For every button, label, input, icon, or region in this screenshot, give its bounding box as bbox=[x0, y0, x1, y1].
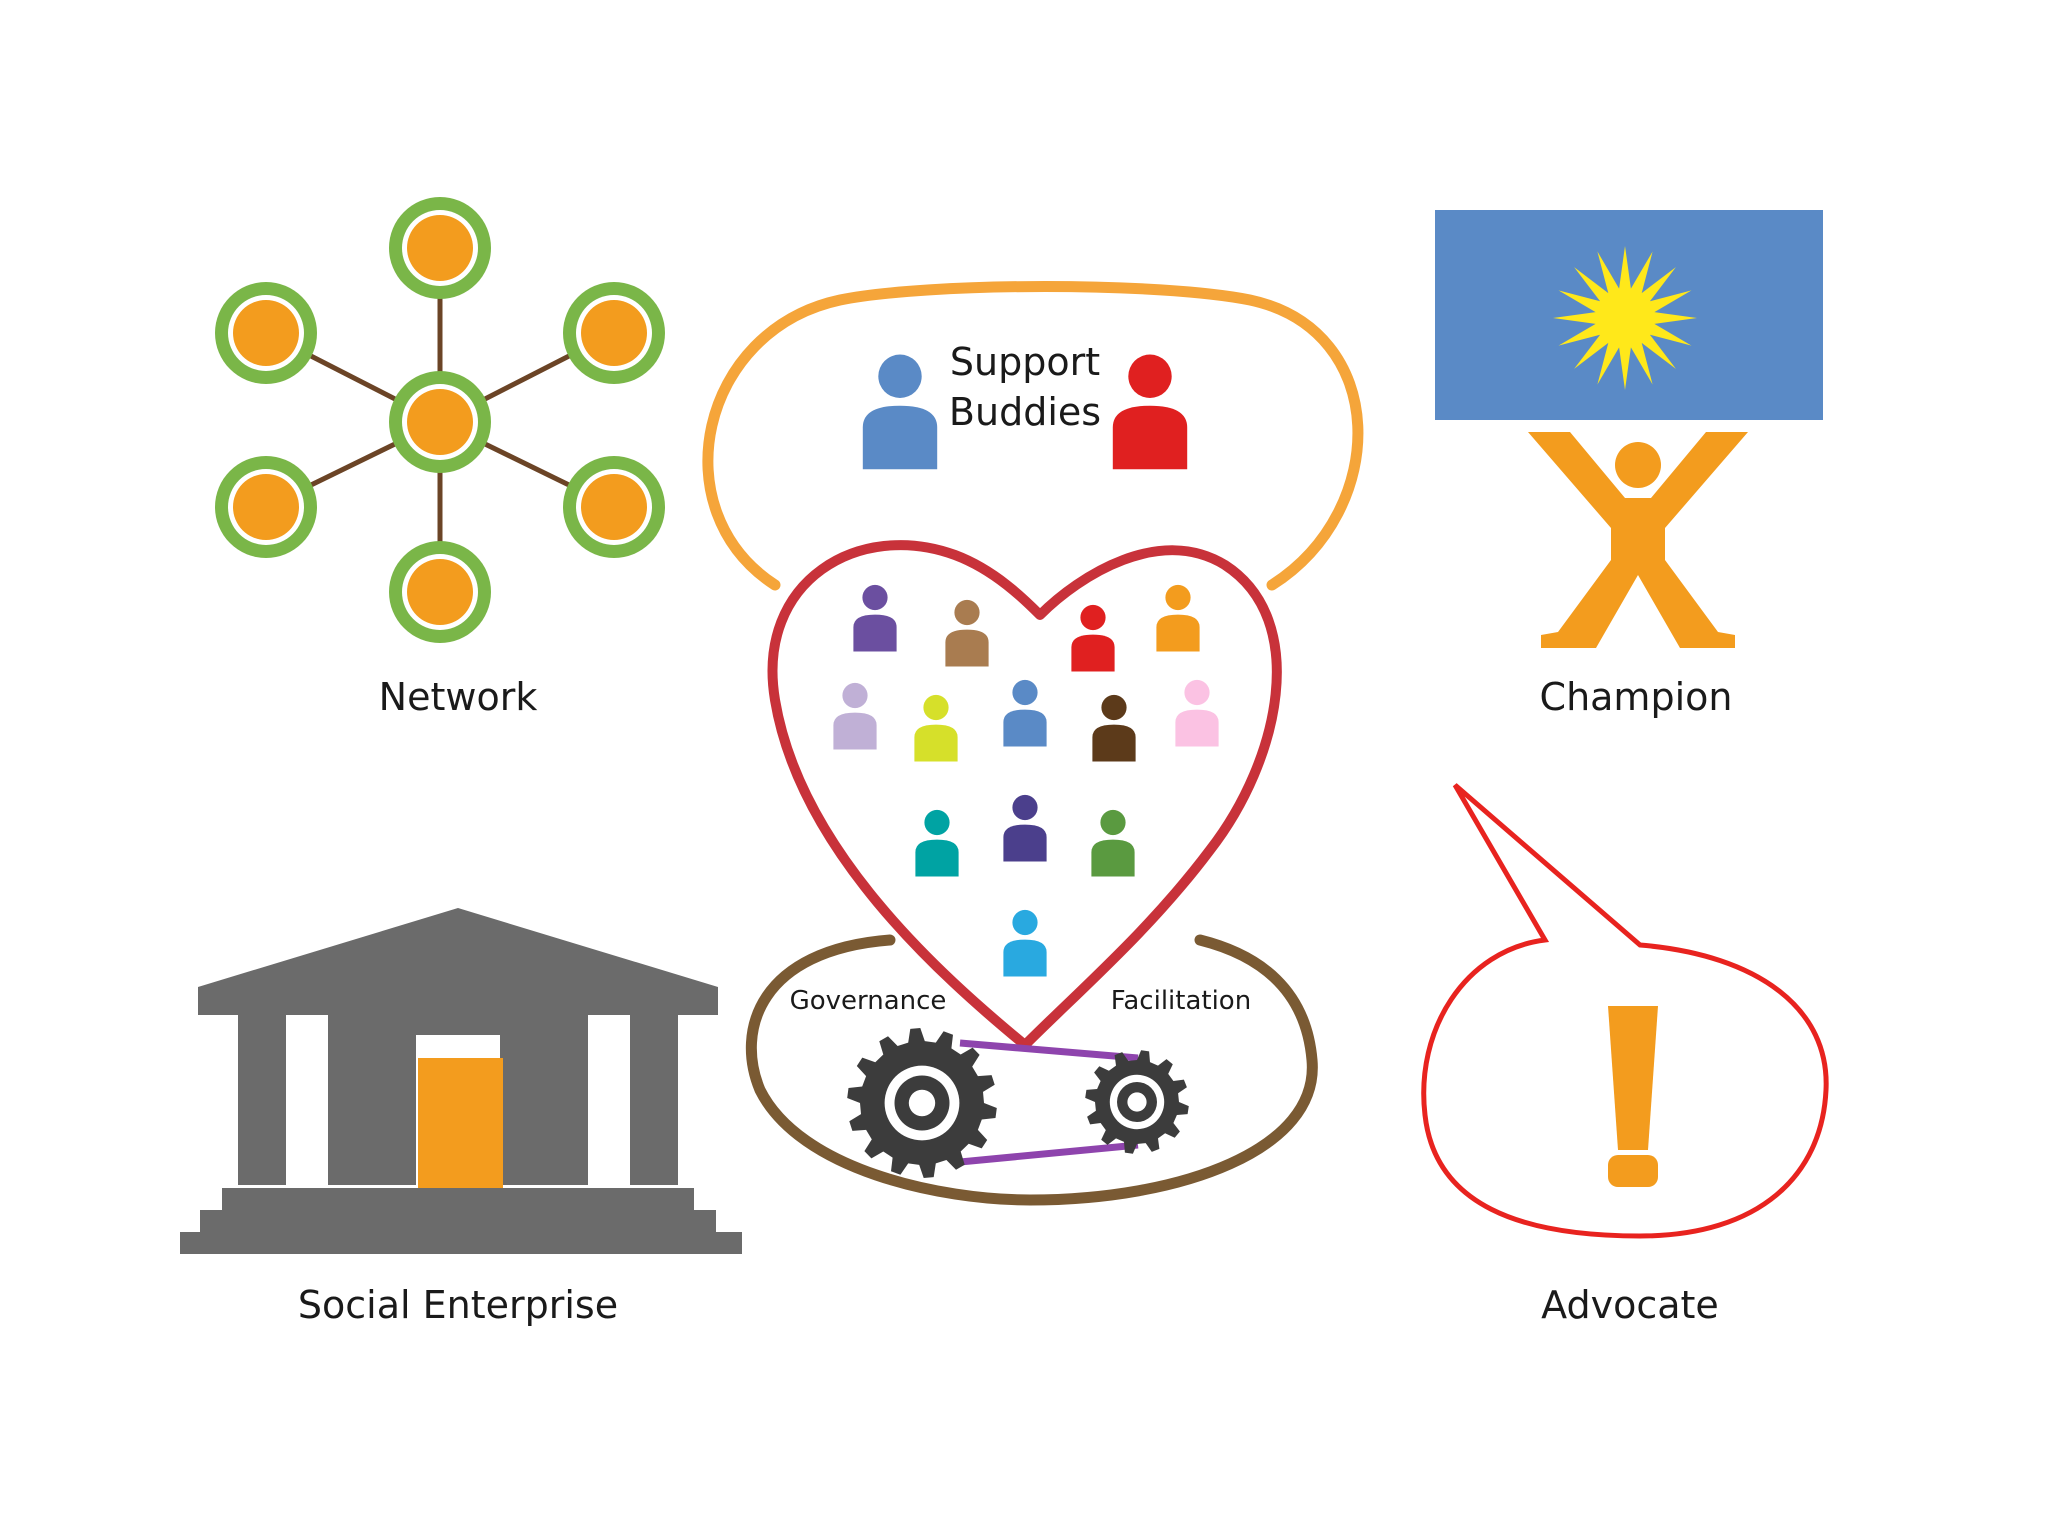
governance-label: Governance bbox=[789, 986, 947, 1016]
network-node bbox=[563, 282, 665, 384]
person-icon bbox=[915, 809, 959, 877]
person-body bbox=[1003, 824, 1047, 862]
building-door bbox=[418, 1058, 503, 1188]
champion-figure bbox=[1528, 432, 1748, 648]
person-head bbox=[1184, 679, 1210, 706]
person-icon bbox=[833, 682, 877, 750]
person-icon bbox=[1003, 679, 1047, 747]
person-head bbox=[924, 809, 950, 836]
building-lintel bbox=[376, 1015, 540, 1035]
person-head bbox=[1128, 354, 1172, 398]
support-buddies-ring bbox=[702, 281, 1364, 591]
person-body bbox=[1175, 709, 1219, 747]
heart-icon bbox=[767, 540, 1282, 1050]
speech-bubble-icon bbox=[1421, 783, 1829, 1239]
building-column bbox=[540, 1015, 588, 1185]
person-body bbox=[1071, 634, 1115, 672]
social-enterprise-label: Social Enterprise bbox=[297, 1283, 619, 1327]
person-body bbox=[1091, 839, 1135, 877]
person-head bbox=[954, 599, 980, 626]
people-group bbox=[833, 354, 1219, 977]
network-node bbox=[215, 456, 317, 558]
building-step bbox=[222, 1188, 694, 1210]
gear-hole bbox=[908, 1089, 936, 1117]
network-label: Network bbox=[378, 675, 538, 719]
network-node-center bbox=[389, 371, 491, 473]
person-body bbox=[914, 724, 958, 762]
star-icon bbox=[1553, 246, 1697, 390]
person-icon bbox=[1071, 604, 1115, 672]
network-icon bbox=[215, 197, 665, 643]
building-wall bbox=[376, 1015, 416, 1185]
gears-icon bbox=[847, 1028, 1189, 1178]
building-step bbox=[200, 1210, 716, 1232]
exclamation-icon bbox=[1608, 1006, 1658, 1187]
person-head bbox=[1101, 694, 1127, 721]
person-head bbox=[1012, 909, 1038, 936]
person-head bbox=[1165, 584, 1191, 611]
person-head bbox=[862, 584, 888, 611]
network-node bbox=[389, 197, 491, 299]
person-body bbox=[1112, 405, 1188, 470]
person-icon bbox=[1112, 354, 1188, 470]
person-body bbox=[915, 839, 959, 877]
gear-small bbox=[1085, 1050, 1189, 1154]
person-icon bbox=[1091, 809, 1135, 877]
person-body bbox=[945, 629, 989, 667]
person-head bbox=[923, 694, 949, 721]
person-icon bbox=[1003, 909, 1047, 977]
person-icon bbox=[1092, 694, 1136, 762]
advocate-label: Advocate bbox=[1541, 1283, 1719, 1327]
network-node bbox=[389, 541, 491, 643]
person-body bbox=[862, 405, 938, 470]
person-body bbox=[1156, 614, 1200, 652]
governance-facilitation-ring bbox=[745, 934, 1318, 1206]
person-icon bbox=[862, 354, 938, 470]
gear-large bbox=[847, 1028, 997, 1178]
person-icon bbox=[1175, 679, 1219, 747]
person-icon bbox=[1156, 584, 1200, 652]
belt bbox=[959, 1141, 1139, 1166]
person-head bbox=[1012, 679, 1038, 706]
person-icon bbox=[1003, 794, 1047, 862]
support-label-line1: Support bbox=[949, 340, 1101, 384]
building-icon bbox=[180, 908, 742, 1254]
person-icon bbox=[853, 584, 897, 652]
person-head bbox=[1100, 809, 1126, 836]
belt bbox=[959, 1039, 1139, 1062]
person-head bbox=[1012, 794, 1038, 821]
support-label-line2: Buddies bbox=[948, 390, 1102, 434]
building-column bbox=[238, 1015, 286, 1185]
facilitation-label: Facilitation bbox=[1110, 986, 1252, 1016]
building-wall bbox=[500, 1015, 540, 1185]
support-buddies-label: Support Buddies bbox=[949, 340, 1101, 434]
person-icon bbox=[945, 599, 989, 667]
building-column bbox=[328, 1015, 376, 1185]
person-head bbox=[1080, 604, 1106, 631]
champion-label: Champion bbox=[1539, 675, 1733, 719]
building-step bbox=[180, 1232, 742, 1254]
person-body bbox=[1003, 709, 1047, 747]
champion-icon bbox=[1435, 210, 1823, 648]
person-body bbox=[853, 614, 897, 652]
person-head bbox=[842, 682, 868, 709]
network-node bbox=[563, 456, 665, 558]
building-roof bbox=[198, 908, 718, 1015]
gear-hole bbox=[1127, 1092, 1147, 1112]
network-node bbox=[215, 282, 317, 384]
person-body bbox=[833, 712, 877, 750]
person-body bbox=[1092, 724, 1136, 762]
building-column bbox=[630, 1015, 678, 1185]
person-body bbox=[1003, 939, 1047, 977]
person-head bbox=[878, 354, 922, 398]
person-icon bbox=[914, 694, 958, 762]
